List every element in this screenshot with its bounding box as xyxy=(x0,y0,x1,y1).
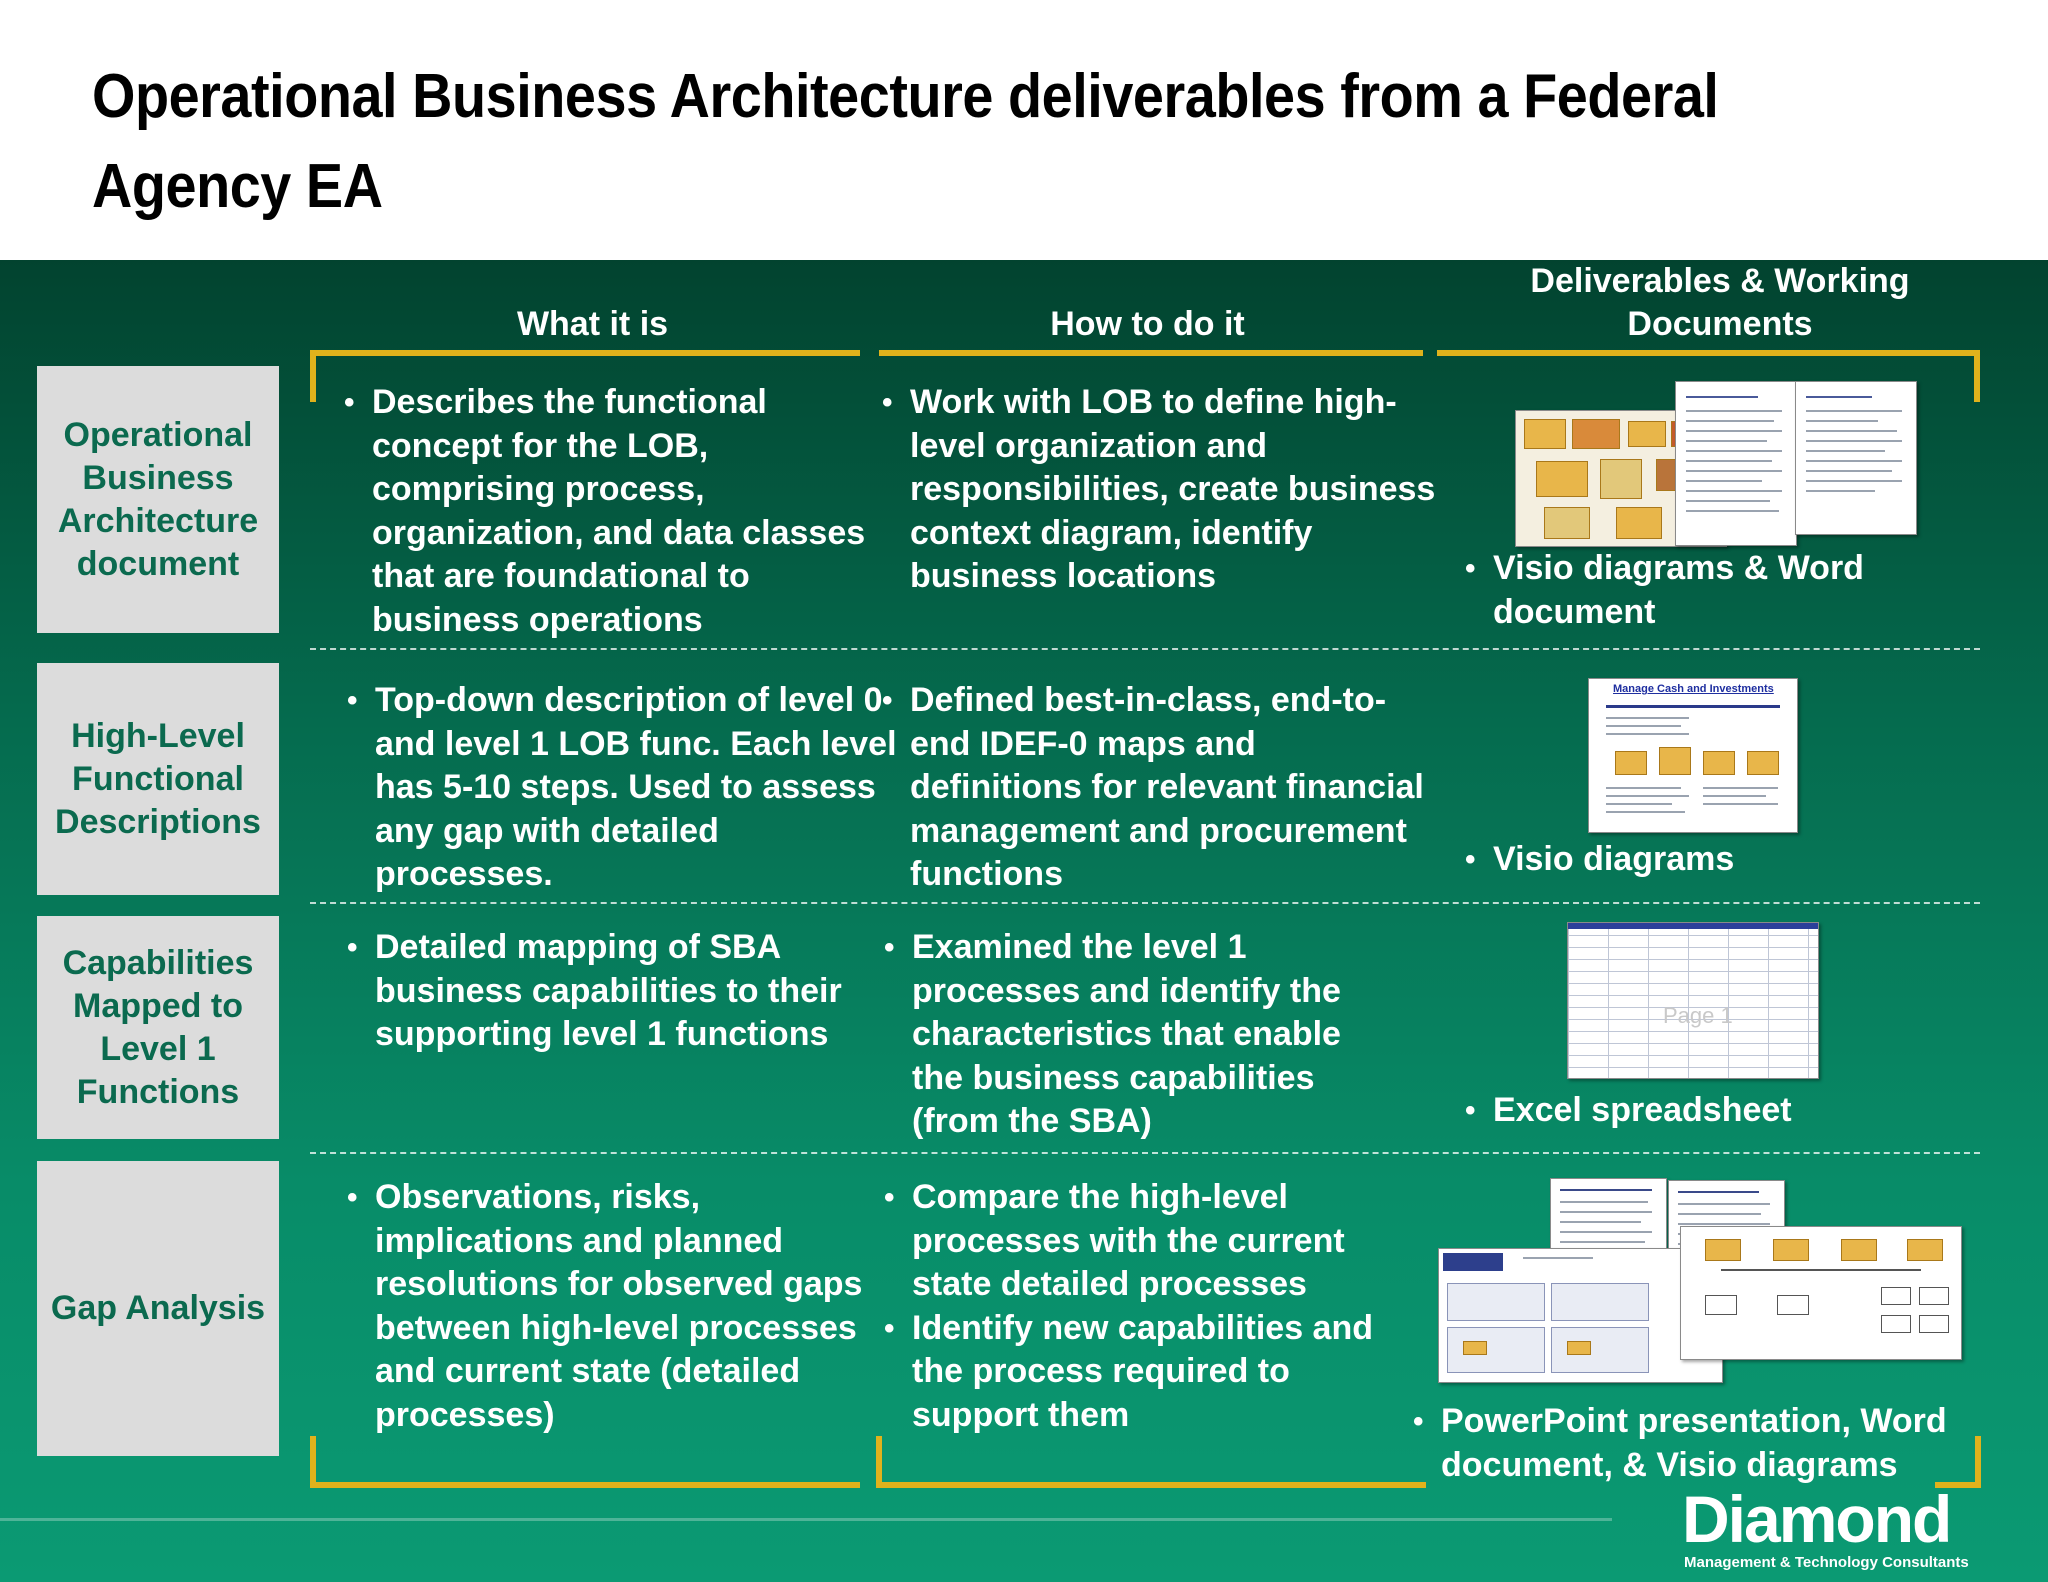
idef0-diagram-thumbnail: Manage Cash and Investments xyxy=(1588,678,1798,833)
row-1-what-cell: Describes the functional concept for the… xyxy=(339,381,899,642)
bracket-top-what xyxy=(310,350,860,402)
thumbnail-title: Manage Cash and Investments xyxy=(1613,683,1774,695)
row-3-how-cell: Examined the level 1 processes and ident… xyxy=(879,926,1399,1144)
company-logo: Diamond xyxy=(1682,1482,1952,1556)
row-label-text: High-Level Functional Descriptions xyxy=(55,716,261,841)
bullet-item: Excel spreadsheet xyxy=(1460,1089,1930,1133)
bracket-top-deliverables xyxy=(1437,350,1980,402)
bracket-bottom-what xyxy=(310,1436,860,1488)
bullet-item: Work with LOB to define high-level organ… xyxy=(877,381,1442,599)
row-4-deliverable-cell: PowerPoint presentation, Word document, … xyxy=(1408,1400,1993,1487)
row-4-what-cell: Observations, risks, implications and pl… xyxy=(342,1176,882,1437)
bracket-bottom-how xyxy=(876,1436,1426,1488)
row-label-capabilities-mapped: Capabilities Mapped to Level 1 Functions xyxy=(37,916,279,1139)
column-header-what: What it is xyxy=(516,305,669,343)
row-label-text: Capabilities Mapped to Level 1 Functions xyxy=(62,943,254,1111)
company-tagline: Management & Technology Consultants xyxy=(1684,1554,1969,1571)
row-2-deliverable-cell: Visio diagrams xyxy=(1460,838,1930,882)
row-1-deliverable-cell: Visio diagrams & Word document xyxy=(1460,547,1930,634)
bullet-item: PowerPoint presentation, Word document, … xyxy=(1408,1400,1993,1487)
row-label-text: Operational Business Architecture docume… xyxy=(57,415,259,583)
bullet-item: Identify new capabilities and the proces… xyxy=(879,1307,1419,1438)
row-2-how-cell: Defined best-in-class, end-to-end IDEF-0… xyxy=(877,679,1432,897)
row-divider xyxy=(310,1152,1980,1154)
bracket-top-how xyxy=(879,350,1423,356)
row-divider xyxy=(310,902,1980,904)
bullet-item: Compare the high-level processes with th… xyxy=(879,1176,1419,1307)
bullet-item: Defined best-in-class, end-to-end IDEF-0… xyxy=(877,679,1432,897)
column-header-how: How to do it xyxy=(1050,305,1245,343)
row-1-how-cell: Work with LOB to define high-level organ… xyxy=(877,381,1442,599)
row-3-what-cell: Detailed mapping of SBA business capabil… xyxy=(342,926,892,1057)
row-label-operational-business-architecture: Operational Business Architecture docume… xyxy=(37,366,279,633)
bullet-item: Examined the level 1 processes and ident… xyxy=(879,926,1399,1144)
column-header-deliverables: Deliverables & Working Documents xyxy=(1530,262,1910,343)
page-watermark: Page 1 xyxy=(1663,1003,1733,1028)
row-label-text: Gap Analysis xyxy=(50,1289,266,1327)
row-label-gap-analysis: Gap Analysis xyxy=(37,1161,279,1456)
slide-title: Operational Business Architecture delive… xyxy=(92,62,1719,221)
row-divider xyxy=(310,648,1980,650)
excel-spreadsheet-thumbnail: Page 1 xyxy=(1567,922,1819,1079)
bullet-item: Visio diagrams xyxy=(1460,838,1930,882)
row-label-high-level-functional-descriptions: High-Level Functional Descriptions xyxy=(37,663,279,895)
bullet-item: Visio diagrams & Word document xyxy=(1460,547,1930,634)
row-3-deliverable-cell: Excel spreadsheet xyxy=(1460,1089,1930,1133)
row-4-how-cell: Compare the high-level processes with th… xyxy=(879,1176,1419,1437)
row-2-what-cell: Top-down description of level 0 and leve… xyxy=(342,679,897,897)
visio-diagram-thumbnail xyxy=(1680,1226,1962,1360)
bullet-item: Observations, risks, implications and pl… xyxy=(342,1176,882,1437)
bullet-item: Describes the functional concept for the… xyxy=(339,381,899,642)
word-document-thumbnail xyxy=(1795,381,1917,535)
bullet-item: Detailed mapping of SBA business capabil… xyxy=(342,926,892,1057)
word-document-thumbnail xyxy=(1675,381,1797,546)
footer-divider xyxy=(0,1518,1612,1521)
powerpoint-presentation-thumbnail xyxy=(1438,1248,1723,1383)
bullet-item: Top-down description of level 0 and leve… xyxy=(342,679,897,897)
